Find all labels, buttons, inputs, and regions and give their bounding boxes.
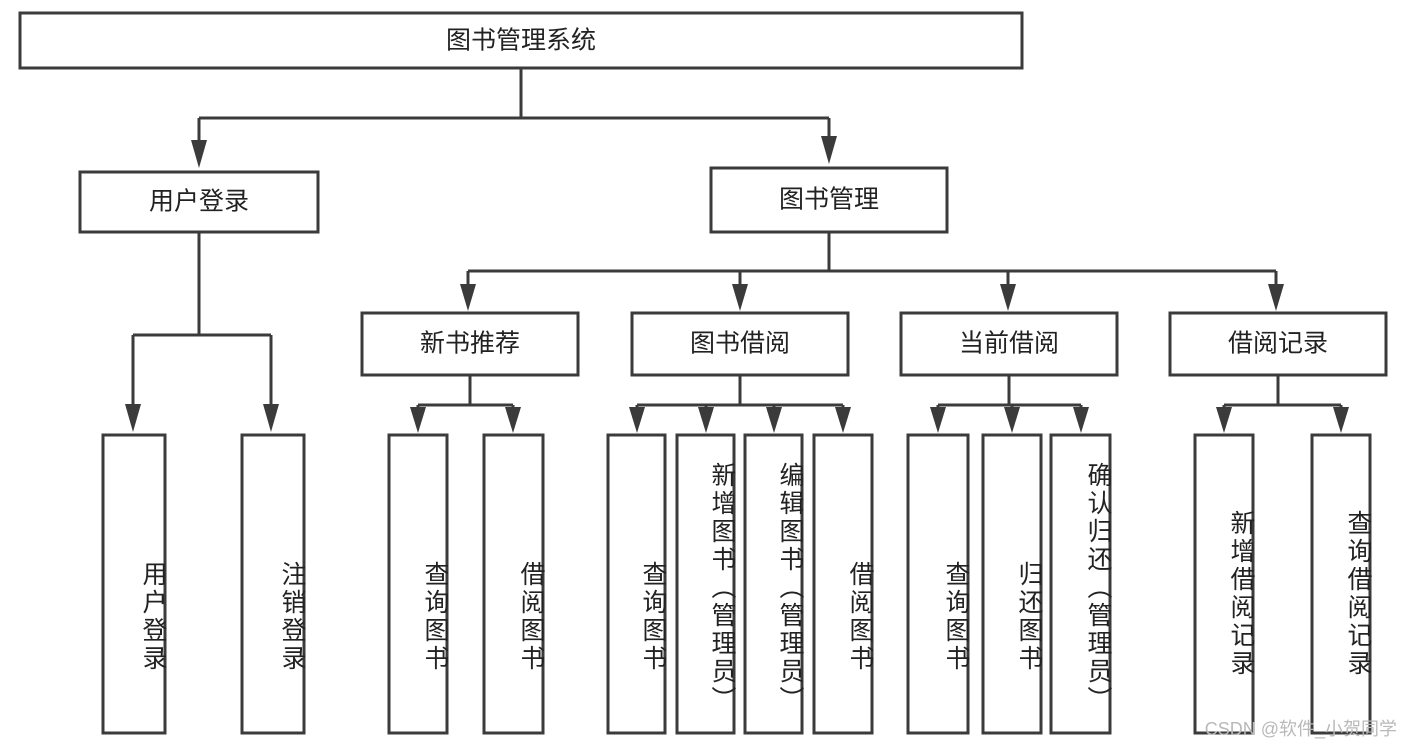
node-user-login[interactable] (78, 170, 320, 234)
arrow-newbook-l2-icon (505, 407, 521, 433)
arrow-borrow-l3-icon (766, 407, 782, 433)
leaf-box-query-book-1[interactable] (387, 433, 449, 735)
arrow-bookmgmt-n3-icon (1000, 284, 1016, 311)
arrow-record-l1-icon (1216, 407, 1232, 433)
leaf-box-add-borrow-record[interactable] (1193, 433, 1255, 735)
node-book-management[interactable] (709, 166, 949, 234)
node-borrow-record[interactable] (1168, 311, 1388, 377)
arrow-login-leaf1-icon (125, 404, 141, 432)
node-current-borrow-label: 当前借阅 (959, 330, 1059, 358)
node-root-label: 图书管理系统 (446, 27, 596, 55)
arrow-root-to-bookmgmt-icon (821, 136, 837, 164)
arrow-root-to-login-icon (191, 140, 207, 168)
leaf-box-borrow-book-2[interactable] (812, 433, 874, 735)
node-new-book-recommend-label: 新书推荐 (420, 330, 520, 358)
arrow-bookmgmt-n2-icon (732, 284, 748, 311)
arrow-record-l2-icon (1333, 407, 1349, 433)
arrow-bookmgmt-n4-icon (1268, 284, 1284, 311)
node-current-borrow[interactable] (899, 311, 1119, 377)
leaf-box-edit-book-admin[interactable] (743, 433, 804, 735)
leaf-box-confirm-return-admin[interactable] (1049, 433, 1112, 735)
leaf-box-return-book[interactable] (981, 433, 1043, 735)
arrow-borrow-l2-icon (698, 407, 714, 433)
watermark-text: CSDN @软件_小贺同学 (1204, 719, 1397, 739)
leaf-box-user-login[interactable] (101, 433, 167, 735)
leaf-box-query-borrow-record[interactable] (1310, 433, 1372, 735)
leaf-box-add-book-admin[interactable] (675, 433, 736, 735)
leaf-box-logout[interactable] (240, 433, 306, 735)
node-layer: 图书管理系统 用户登录 图书管理 新书推荐 图书借阅 当前借阅 借阅记录 (18, 11, 1388, 377)
arrow-borrow-l1-icon (629, 407, 645, 433)
arrow-current-l3-icon (1073, 407, 1089, 433)
leaf-box-query-book-3[interactable] (906, 433, 970, 735)
node-borrow-record-label: 借阅记录 (1228, 330, 1328, 358)
arrow-current-l1-icon (930, 407, 946, 433)
node-root[interactable] (18, 11, 1024, 70)
leaf-layer (101, 433, 1372, 735)
node-new-book-recommend[interactable] (360, 311, 580, 377)
connector-layer (125, 68, 1349, 433)
arrow-bookmgmt-n1-icon (460, 284, 476, 311)
leaf-box-borrow-book-1[interactable] (482, 433, 545, 735)
node-book-borrow-label: 图书借阅 (690, 330, 790, 358)
arrow-login-leaf2-icon (263, 404, 279, 432)
node-user-login-label: 用户登录 (149, 188, 249, 216)
node-book-borrow[interactable] (630, 311, 850, 377)
leaf-box-query-book-2[interactable] (606, 433, 667, 735)
node-book-management-label: 图书管理 (779, 186, 879, 214)
arrow-current-l2-icon (1004, 407, 1020, 433)
arrow-newbook-l1-icon (410, 407, 426, 433)
arrow-borrow-l4-icon (835, 407, 851, 433)
